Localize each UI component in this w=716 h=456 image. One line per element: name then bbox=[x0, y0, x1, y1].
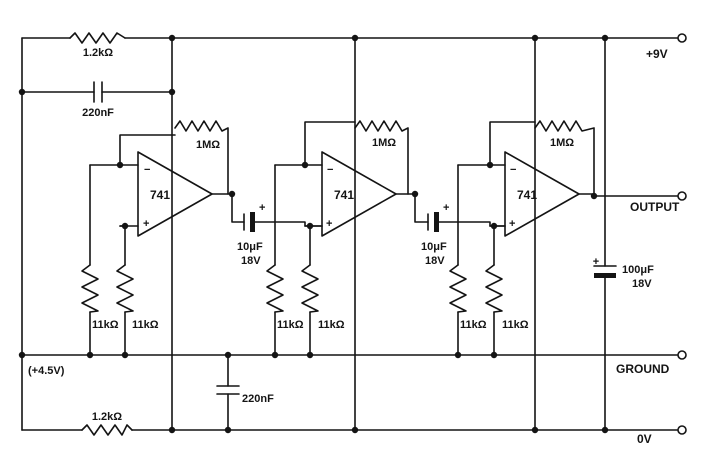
bias-2-left-label: 11kΩ bbox=[277, 319, 304, 331]
bias-3-left-label: 11kΩ bbox=[460, 319, 487, 331]
ground-capacitor-label: 220nF bbox=[242, 393, 274, 405]
feedback-3-label: 1MΩ bbox=[550, 137, 574, 149]
bottom-resistor bbox=[81, 424, 133, 436]
ground-capacitor bbox=[216, 354, 240, 431]
opamp-2-plus: + bbox=[326, 218, 332, 230]
ground-terminal bbox=[677, 350, 687, 360]
opamp-2 bbox=[321, 151, 397, 237]
junction-dots bbox=[18, 34, 609, 434]
opamp-2-label: 741 bbox=[334, 188, 354, 202]
opamp-1 bbox=[137, 151, 213, 237]
opamp-3-minus: − bbox=[510, 164, 516, 176]
coupling-2-value: 10μF bbox=[421, 241, 447, 253]
opamp-3-plus: + bbox=[509, 218, 515, 230]
bias-1-right-label: 11kΩ bbox=[132, 319, 159, 331]
coupling-1-voltage: 18V bbox=[241, 255, 261, 267]
feedback-1-label: 1MΩ bbox=[196, 139, 220, 151]
zero-v-label: 0V bbox=[637, 432, 652, 446]
coupling-1-plus: + bbox=[259, 202, 265, 214]
supply-capacitor bbox=[593, 37, 617, 431]
output-terminal bbox=[677, 191, 687, 201]
coupling-1-value: 10μF bbox=[237, 241, 263, 253]
top-capacitor bbox=[21, 81, 173, 103]
opamp-3 bbox=[504, 151, 580, 237]
bias-1-left-label: 11kΩ bbox=[92, 319, 119, 331]
top-resistor-label: 1.2kΩ bbox=[83, 47, 113, 59]
bias-3-right-label: 11kΩ bbox=[502, 319, 529, 331]
output-label: OUTPUT bbox=[630, 200, 680, 214]
stage-1 bbox=[81, 120, 245, 356]
stage-3 bbox=[449, 120, 595, 356]
plus9v-label: +9V bbox=[646, 47, 668, 61]
opamp-1-label: 741 bbox=[150, 188, 170, 202]
supply-cap-plus: + bbox=[593, 256, 599, 268]
coupling-2-voltage: 18V bbox=[425, 255, 445, 267]
bias-2-right-label: 11kΩ bbox=[318, 319, 345, 331]
top-capacitor-label: 220nF bbox=[82, 107, 114, 119]
plus9v-terminal bbox=[677, 33, 687, 43]
supply-cap-voltage: 18V bbox=[632, 278, 652, 290]
output-line bbox=[593, 191, 687, 201]
ground-rail bbox=[21, 350, 687, 360]
feedback-2-label: 1MΩ bbox=[372, 137, 396, 149]
midpoint-label: (+4.5V) bbox=[28, 365, 65, 377]
bottom-resistor-label: 1.2kΩ bbox=[92, 411, 122, 423]
zero-v-rail bbox=[21, 425, 687, 435]
top-resistor bbox=[69, 32, 126, 44]
supply-cap-value: 100μF bbox=[622, 264, 654, 276]
opamp-3-label: 741 bbox=[517, 188, 537, 202]
ground-label: GROUND bbox=[616, 362, 670, 376]
zero-v-terminal bbox=[677, 425, 687, 435]
opamp-2-minus: − bbox=[327, 164, 333, 176]
opamp-1-minus: − bbox=[144, 164, 150, 176]
plus9v-rail bbox=[21, 33, 687, 43]
opamp-1-plus: + bbox=[143, 218, 149, 230]
coupling-2-plus: + bbox=[443, 202, 449, 214]
